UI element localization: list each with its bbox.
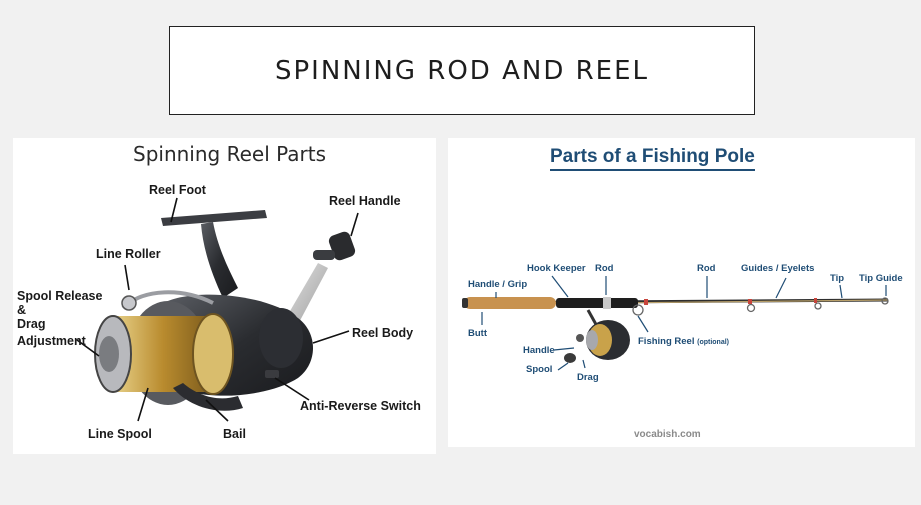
reel-handle-part (283, 231, 356, 330)
label-butt: Butt (468, 328, 487, 339)
label-tip-guide: Tip Guide (859, 273, 903, 284)
label-optional: (optional) (697, 339, 730, 346)
pole-illustration (462, 275, 889, 371)
label-bail: Bail (223, 427, 246, 441)
pole-diagram-title: Parts of a Fishing Pole (550, 146, 755, 171)
label-drag: Drag (577, 372, 599, 383)
reel-seat (556, 298, 638, 308)
label-line-spool: Line Spool (88, 427, 152, 441)
reel-illustration (76, 197, 359, 422)
label-rod-2: Rod (697, 263, 716, 274)
label-spool-release-1: Spool Release (17, 289, 103, 303)
reel-foot-part (161, 210, 267, 298)
label-spool-release-2: & (17, 303, 27, 317)
label-hook-keeper: Hook Keeper (527, 263, 586, 274)
label-fishing-reel: Fishing Reel (optional) (638, 336, 729, 348)
line-roller-part (121, 295, 137, 311)
cork-grip (464, 297, 556, 309)
pole-diagram-panel: Parts of a Fishing Pole Handle / Grip Ho… (448, 138, 915, 447)
line-spool-part (94, 301, 234, 405)
label-spool-release-4: Adjustment (17, 334, 86, 348)
label-handle: Handle (523, 345, 555, 356)
label-anti-reverse-switch: Anti-Reverse Switch (300, 399, 421, 413)
label-handle-grip: Handle / Grip (468, 279, 528, 290)
label-reel-foot: Reel Foot (149, 183, 206, 197)
reel-diagram-title: Spinning Reel Parts (133, 142, 327, 166)
label-fishing-reel-text: Fishing Reel (638, 336, 695, 347)
mini-reel (564, 309, 630, 363)
label-reel-body: Reel Body (352, 326, 414, 340)
title-box: SPINNING ROD AND REEL (169, 26, 755, 115)
anti-reverse-switch-part (265, 370, 279, 378)
hook-keeper-ring (603, 297, 611, 309)
label-spool-release-3: Drag (17, 317, 46, 331)
pole-leader-lines (481, 275, 887, 371)
reel-leader-lines (76, 197, 359, 422)
label-tip: Tip (830, 273, 845, 284)
page-title: SPINNING ROD AND REEL (274, 55, 650, 86)
credit-text: vocabish.com (634, 429, 701, 440)
bail-arm (173, 383, 243, 411)
reel-diagram-panel: Spinning Reel Parts Reel Foot Reel Handl… (13, 138, 436, 454)
label-reel-handle: Reel Handle (329, 194, 401, 208)
rod-wraps (644, 298, 817, 305)
butt-cap (462, 298, 468, 308)
label-line-roller: Line Roller (96, 247, 161, 261)
label-rod-1: Rod (595, 263, 614, 274)
rod-guides (632, 297, 889, 316)
label-guides-eyelets: Guides / Eyelets (741, 263, 815, 274)
label-spool: Spool (526, 364, 553, 375)
